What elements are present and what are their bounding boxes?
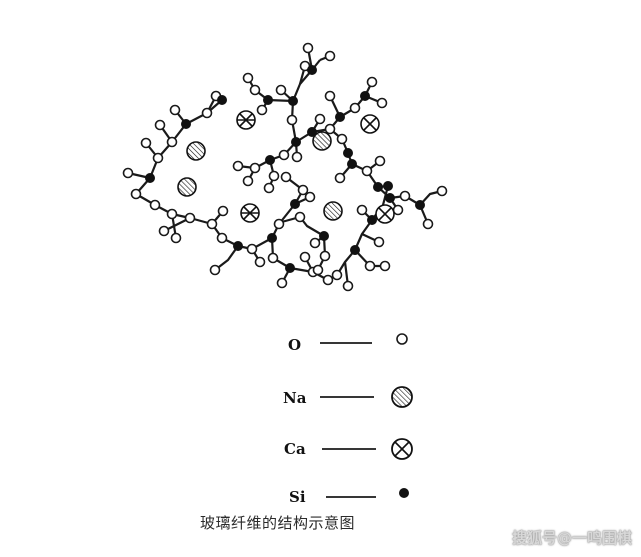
open-circle-icon (396, 333, 408, 345)
sodium-ions (177, 131, 343, 221)
legend-label-si: Si (289, 488, 306, 506)
network-bonds (127, 47, 443, 287)
calcium-ions (236, 110, 395, 224)
legend-label-ca: Ca (284, 440, 306, 458)
oxygen-atoms (122, 42, 448, 292)
filled-dot-icon (399, 488, 409, 498)
hatched-circle-icon (391, 386, 413, 408)
legend-label-na: Na (283, 389, 307, 407)
legend-label-o: O (288, 336, 302, 354)
silicon-atoms (145, 65, 425, 273)
crossed-circle-icon (391, 438, 413, 460)
watermark: 搜狐号@一鸣围棋 (511, 529, 632, 547)
diagram-caption: 玻璃纤维的结构示意图 (200, 514, 356, 532)
